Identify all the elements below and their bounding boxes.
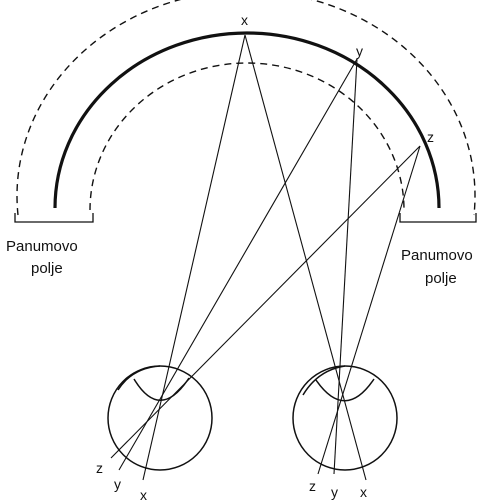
right-retina-x-label: x — [360, 484, 367, 500]
right-line-x — [245, 35, 366, 480]
panum-left-bracket — [15, 213, 93, 222]
panum-right-bracket — [400, 213, 476, 222]
right-eye — [293, 366, 397, 470]
panum-right-label-line2: polje — [425, 270, 457, 287]
panum-inner-boundary — [90, 63, 404, 210]
panum-left-label-line1: Panumovo — [6, 238, 78, 255]
point-y-label: y — [356, 43, 363, 59]
left-retina-z-label: z — [96, 460, 103, 476]
left-line-y — [119, 59, 357, 470]
right-eye-globe — [293, 366, 397, 470]
panum-right-label-line1: Panumovo — [401, 247, 473, 264]
right-eye-lens — [316, 379, 374, 401]
left-eye-sight-lines — [111, 35, 420, 480]
right-line-z — [318, 146, 420, 474]
left-eye — [108, 366, 212, 470]
left-line-z — [111, 146, 420, 458]
horopter-arc — [55, 33, 439, 208]
right-retina-y-label: y — [331, 484, 338, 500]
point-x-label: x — [241, 12, 248, 28]
left-retina-y-label: y — [114, 476, 121, 492]
left-line-x — [143, 35, 245, 480]
panum-left-label-line2: polje — [31, 260, 63, 277]
left-retina-x-label: x — [140, 487, 147, 503]
right-retina-z-label: z — [309, 478, 316, 494]
point-z-label: z — [427, 129, 434, 145]
